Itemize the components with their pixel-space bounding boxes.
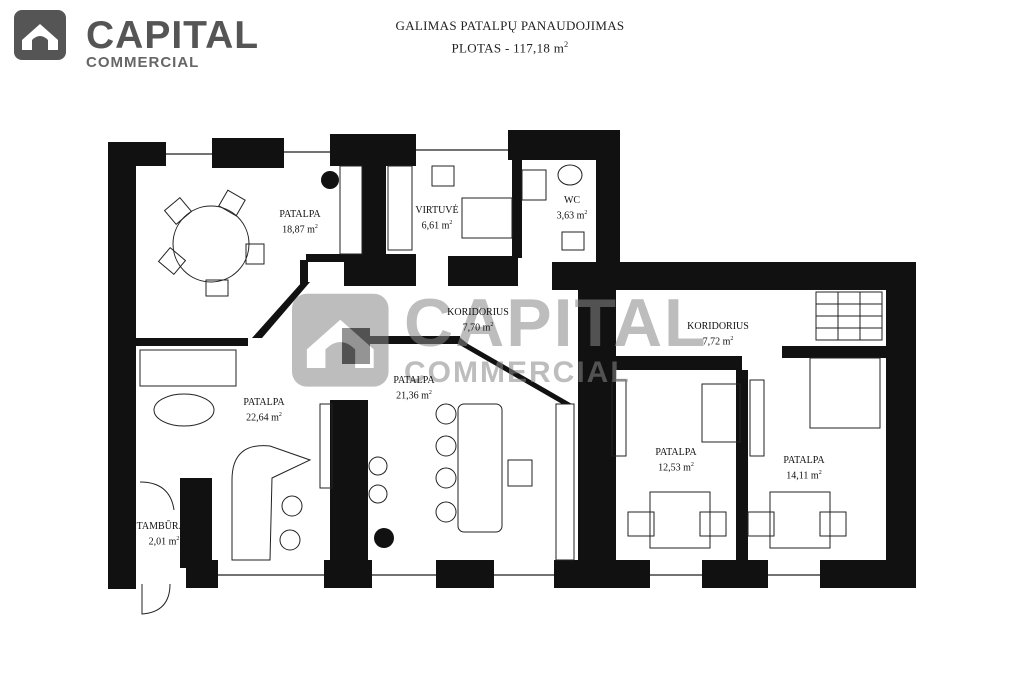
walls [108, 130, 916, 589]
room-label-patalpa-4: PATALPA 12,53 m2 [655, 447, 697, 474]
title-area-sup: 2 [564, 40, 569, 49]
room-label-virtuve: VIRTUVĖ 6,61 m2 [415, 205, 459, 232]
watermark-house-icon [292, 293, 389, 387]
watermark-main-text: CAPITAL [404, 285, 708, 361]
company-logo: CAPITAL COMMERCIAL [14, 10, 258, 71]
windows [166, 149, 820, 576]
plants [321, 171, 394, 548]
title-area: PLOTAS - 117,18 m [451, 40, 565, 56]
title-line-2: PLOTAS - 117,18 m2 [340, 35, 680, 57]
plan-title: GALIMAS PATALPŲ PANAUDOJIMAS PLOTAS - 11… [340, 16, 680, 57]
watermark-sub-text: COMMERCIAL [404, 356, 631, 389]
logo-house-icon [14, 10, 66, 60]
room-label-patalpa-2: PATALPA 22,64 m2 [243, 397, 285, 424]
title-line-1: GALIMAS PATALPŲ PANAUDOJIMAS [395, 18, 625, 33]
room-label-patalpa-1: PATALPA 18,87 m2 [279, 209, 321, 236]
logo-main-text: CAPITAL [86, 14, 260, 57]
watermark: CAPITAL COMMERCIAL [292, 289, 706, 395]
room-label-koridorius-2: KORIDORIUS 7,72 m2 [687, 321, 749, 348]
room-label-tamburas: TAMBŪRAS 2,01 m2 [136, 521, 192, 548]
logo-sub-text: COMMERCIAL [86, 54, 200, 71]
room-label-patalpa-3: PATALPA 21,36 m2 [393, 375, 435, 402]
furniture [139, 164, 883, 615]
room-label-koridorius-1: KORIDORIUS 7,70 m2 [447, 307, 509, 334]
room-label-patalpa-5: PATALPA 14,11 m2 [783, 455, 825, 482]
room-label-wc: WC 3,63 m2 [556, 195, 588, 222]
